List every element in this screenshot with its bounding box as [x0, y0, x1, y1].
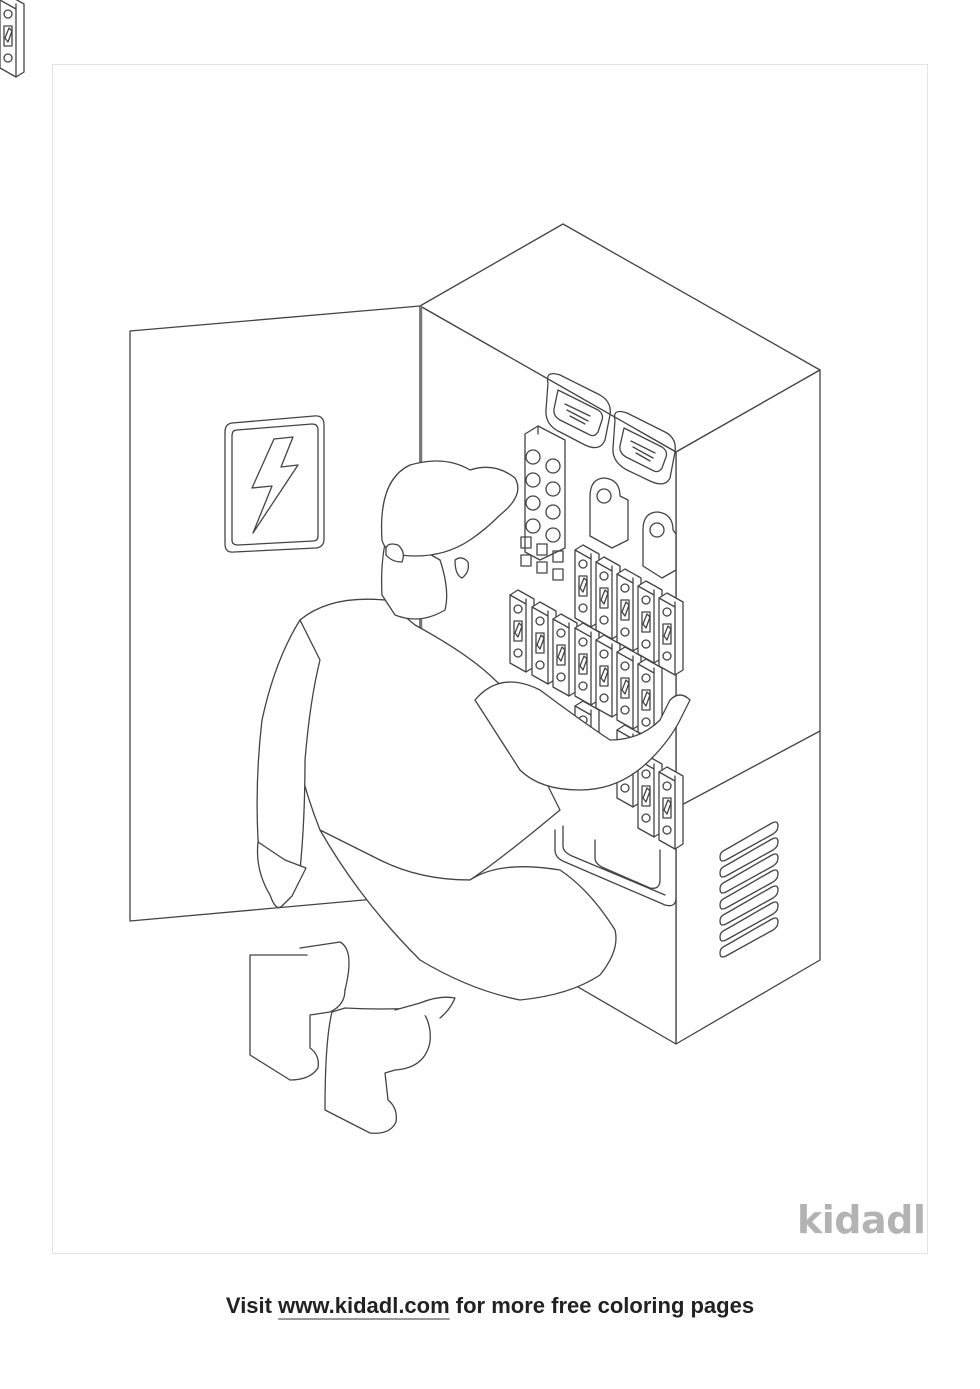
- clamp-brackets: [589, 477, 677, 579]
- kidadl-watermark: kidadl: [797, 1198, 926, 1242]
- lightning-bolt-icon: [224, 415, 325, 553]
- vent-slots: [719, 821, 779, 958]
- knob-block: [524, 425, 566, 561]
- panel-wires: [554, 825, 677, 907]
- kidadl-link[interactable]: www.kidadl.com: [278, 1293, 450, 1318]
- small-buttons: [520, 536, 564, 581]
- breaker-switches: [0, 0, 684, 850]
- electric-meters: [545, 372, 676, 485]
- footer-prefix: Visit: [225, 1293, 279, 1318]
- electrician-figure: [249, 460, 691, 1134]
- footer-suffix: for more free coloring pages: [449, 1293, 755, 1318]
- footer-caption: Visit www.kidadl.com for more free color…: [0, 1293, 980, 1319]
